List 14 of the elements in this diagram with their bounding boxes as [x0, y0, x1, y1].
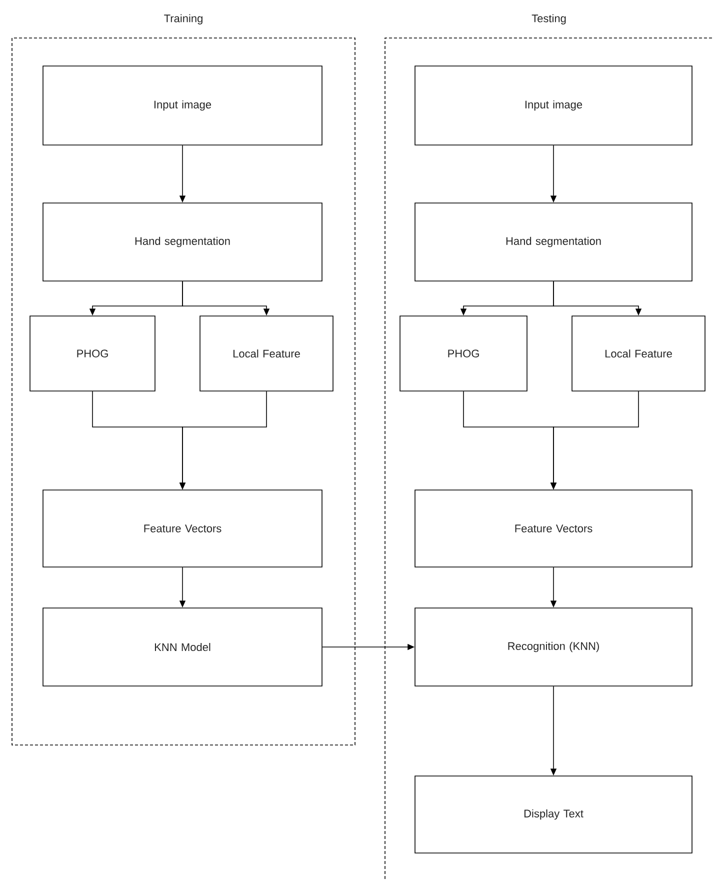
- process-box: Input image: [42, 66, 322, 146]
- process-box: Recognition (KNN): [414, 608, 692, 686]
- process-box: Feature Vectors: [42, 490, 322, 568]
- process-box: Local Feature: [572, 316, 706, 392]
- process-box: KNN Model: [42, 608, 322, 686]
- process-box: PHOG: [400, 316, 528, 392]
- process-box: Feature Vectors: [414, 490, 692, 568]
- process-box: Local Feature: [200, 316, 334, 392]
- process-box: PHOG: [30, 316, 156, 392]
- process-box: Hand segmentation: [414, 202, 692, 282]
- process-box: Hand segmentation: [42, 202, 322, 282]
- process-box: Display Text: [414, 776, 692, 854]
- process-box: Input image: [414, 66, 692, 146]
- node-label: Training: [164, 14, 202, 24]
